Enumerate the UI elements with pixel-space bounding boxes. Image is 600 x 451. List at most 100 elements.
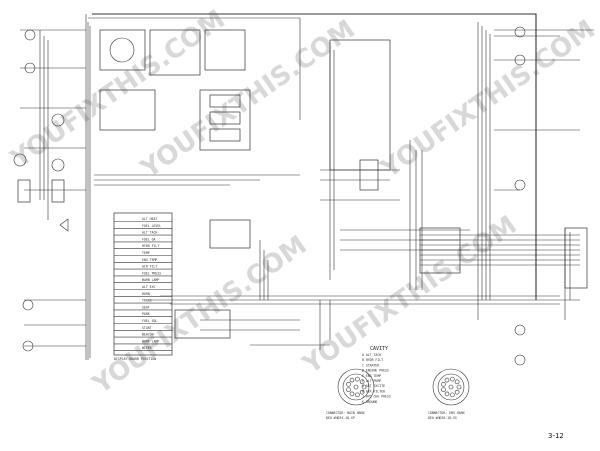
lamp-symbol: [51, 113, 65, 127]
connector-pin: [355, 392, 360, 398]
switch-rotor: [109, 37, 135, 63]
switch-symbol: [17, 179, 31, 203]
lamp-symbol: [51, 158, 65, 172]
connector-pin: [346, 381, 351, 387]
connector-pin: [349, 391, 355, 397]
switch-panel-row: TEMP: [142, 251, 150, 255]
lamp-symbol: [514, 354, 526, 366]
connector-face: [437, 373, 465, 401]
connector-part: DEU #HD36-18-SS: [428, 416, 457, 420]
relay: [209, 111, 241, 125]
cavity-row: C STARTER: [362, 363, 379, 367]
connector-pin: [353, 384, 359, 390]
connector-title: CONNECTOR: MAIN HARN: [326, 411, 364, 415]
connector-ems-harn: [432, 368, 470, 406]
cavity-row: B HYDR FILT: [362, 358, 383, 362]
lamp-symbol: [514, 324, 526, 336]
cavity-row: G ALT EXCITE: [362, 384, 385, 388]
watermark: YOUFIXTHIS.COM: [375, 14, 600, 185]
connector-pin: [454, 379, 460, 385]
connector-pin: [450, 376, 455, 382]
watermark-layer: YOUFIXTHIS.COM YOUFIXTHIS.COM YOUFIXTHIS…: [5, 4, 600, 400]
switch-panel-row: HORN: [142, 292, 150, 296]
lamp-symbol: [514, 26, 526, 38]
ignition-switch: [99, 29, 146, 71]
switch-panel-row: START: [142, 326, 152, 330]
connector-face: [342, 373, 370, 401]
connector-pin: [456, 384, 462, 390]
cavity-row: H AIR FILTER: [362, 389, 385, 393]
connector-pin: [355, 376, 360, 382]
connector-pin: [444, 377, 450, 383]
junction: [419, 227, 461, 274]
switch-panel-row: FUEL PRESS: [142, 271, 161, 275]
switch-symbol: [51, 179, 65, 203]
cavity-row: E ENG TEMP: [362, 374, 381, 378]
connector-pin: [361, 384, 367, 390]
cavity-row: K GROUND: [362, 400, 377, 404]
switch-panel: ALT HEAT FUEL LEVEL ALT TACH FUEL GA HYDR FI…: [113, 212, 173, 361]
relay: [209, 94, 241, 108]
switch-panel-row: WORK LAMP: [142, 339, 159, 343]
component-boxes: [99, 29, 588, 339]
cavity-row: D ENGINE PRESS: [362, 369, 389, 373]
switch-panel-row: ALT EXC: [142, 285, 156, 289]
connector-pin: [359, 379, 365, 385]
lamp-symbol: [22, 299, 34, 311]
lamp-symbol: [24, 29, 36, 41]
switch-panel-row: ALT HEAT: [142, 217, 157, 221]
connector-main-harn: [337, 368, 375, 406]
switch-panel-row: SEAT: [142, 305, 150, 309]
relay-block: [149, 29, 201, 76]
switch-panel-row: TRANS: [142, 299, 152, 303]
relay-block: [204, 29, 246, 71]
connector-pin: [359, 389, 365, 395]
lamp-symbol: [22, 340, 34, 352]
wire-harness: [20, 13, 594, 360]
lamp-symbol: [24, 62, 36, 74]
switch-panel-row: WIPER: [142, 346, 152, 350]
relay: [209, 128, 241, 142]
connector-block: [564, 227, 588, 289]
connector-pin: [346, 387, 351, 393]
component: [209, 219, 251, 249]
connector-part: DEU #HD34-18-SP: [326, 416, 355, 420]
connector-pin: [349, 377, 355, 383]
cavity-heading: CAVITY: [370, 346, 388, 352]
page-number: 3-12: [548, 432, 564, 440]
cavity-row: J HYD CHG PRESS: [362, 395, 391, 399]
switch-panel-title: DISPLAY BOARD POSITION: [114, 357, 156, 361]
connector-pin: [450, 392, 455, 398]
lamp-symbol: [514, 179, 526, 191]
switch-panel-row: WARN LAMP: [142, 278, 159, 282]
switch-panel-row: BEACON: [142, 333, 154, 337]
fuse-panel: [329, 39, 391, 171]
connector-pin: [448, 384, 454, 390]
switch-panel-row: ALT TACH: [142, 231, 157, 235]
connector-title: CONNECTOR: EMS HARN: [428, 411, 465, 415]
switch-panel-row: FUEL GA: [142, 237, 156, 241]
connector-pin: [444, 391, 450, 397]
switch-panel-row: HYDR FILT: [142, 244, 159, 248]
switch-panel-row: PARK: [142, 312, 150, 316]
lamp-symbols: [13, 26, 526, 366]
sensor: [359, 159, 379, 191]
cavity-row: F ALT PUMP: [362, 379, 381, 383]
switch-panel-row: FUEL SOL: [142, 319, 157, 323]
lamp-symbol: [13, 153, 27, 167]
connector-pin: [441, 381, 446, 387]
switch-panel-row: AIR FILT: [142, 265, 157, 269]
switch-panel-row: ENG TEMP: [142, 258, 157, 262]
component: [174, 309, 231, 339]
switch-panel-row: FUEL LEVEL: [142, 224, 161, 228]
lamp-symbol: [514, 54, 526, 66]
horn-symbol: [59, 218, 69, 232]
control-module: [99, 89, 156, 131]
connector-pin: [454, 389, 460, 395]
cavity-row: A ALT TACH: [362, 353, 381, 357]
relay-block: [199, 89, 251, 151]
connector-pin: [441, 387, 446, 393]
watermark: YOUFIXTHIS.COM: [297, 210, 523, 381]
